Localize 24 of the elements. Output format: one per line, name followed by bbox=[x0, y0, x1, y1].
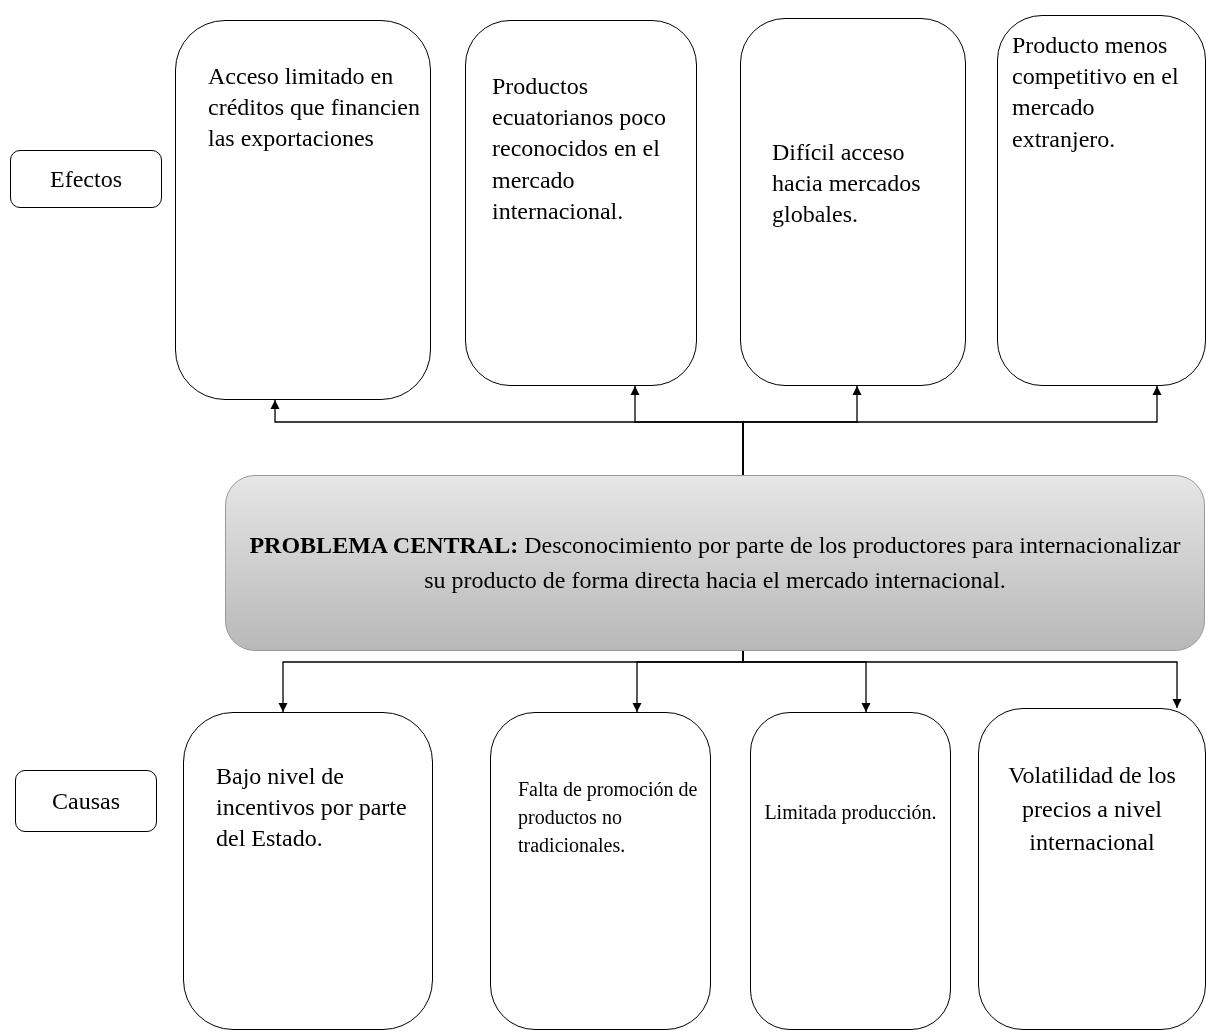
box-text: Falta de promoción de productos no tradicionales. bbox=[518, 777, 699, 858]
box-text: Difícil acceso hacia mercados globales. bbox=[772, 138, 922, 230]
box-text: Volatilidad de los precios a nivel internacional bbox=[1007, 761, 1177, 858]
box-text: Limitada producción. bbox=[763, 800, 938, 826]
effect-cause-box bbox=[490, 712, 711, 1030]
effect-cause-box bbox=[465, 20, 697, 386]
box-text: Efectos bbox=[49, 164, 123, 194]
effect-cause-box bbox=[997, 15, 1206, 386]
box-text: Acceso limitado en créditos que financien las exportaciones bbox=[208, 62, 420, 154]
section-label bbox=[10, 150, 162, 208]
effect-cause-box bbox=[750, 712, 951, 1030]
arrow bbox=[742, 385, 1162, 476]
effect-cause-box bbox=[978, 708, 1206, 1030]
arrow bbox=[742, 650, 1182, 709]
effect-cause-box bbox=[175, 20, 431, 400]
box-text: Bajo nivel de incentivos por parte del Estado. bbox=[216, 762, 408, 854]
box-text: Causas bbox=[51, 786, 121, 816]
box-text: Productos ecuatorianos poco reconocidos en el mercado internacional. bbox=[492, 72, 667, 226]
effect-cause-box bbox=[740, 18, 966, 386]
box-text: PROBLEMA CENTRAL: Desconocimiento por parte de los productores para internacionalizar su producto de forma directa hacia el mercado internacional. bbox=[248, 531, 1182, 595]
problem-box bbox=[225, 475, 1205, 651]
section-label bbox=[15, 770, 157, 832]
box-text: Producto menos competitivo en el mercado extranjero. bbox=[1012, 31, 1180, 154]
effect-cause-box bbox=[183, 712, 433, 1030]
